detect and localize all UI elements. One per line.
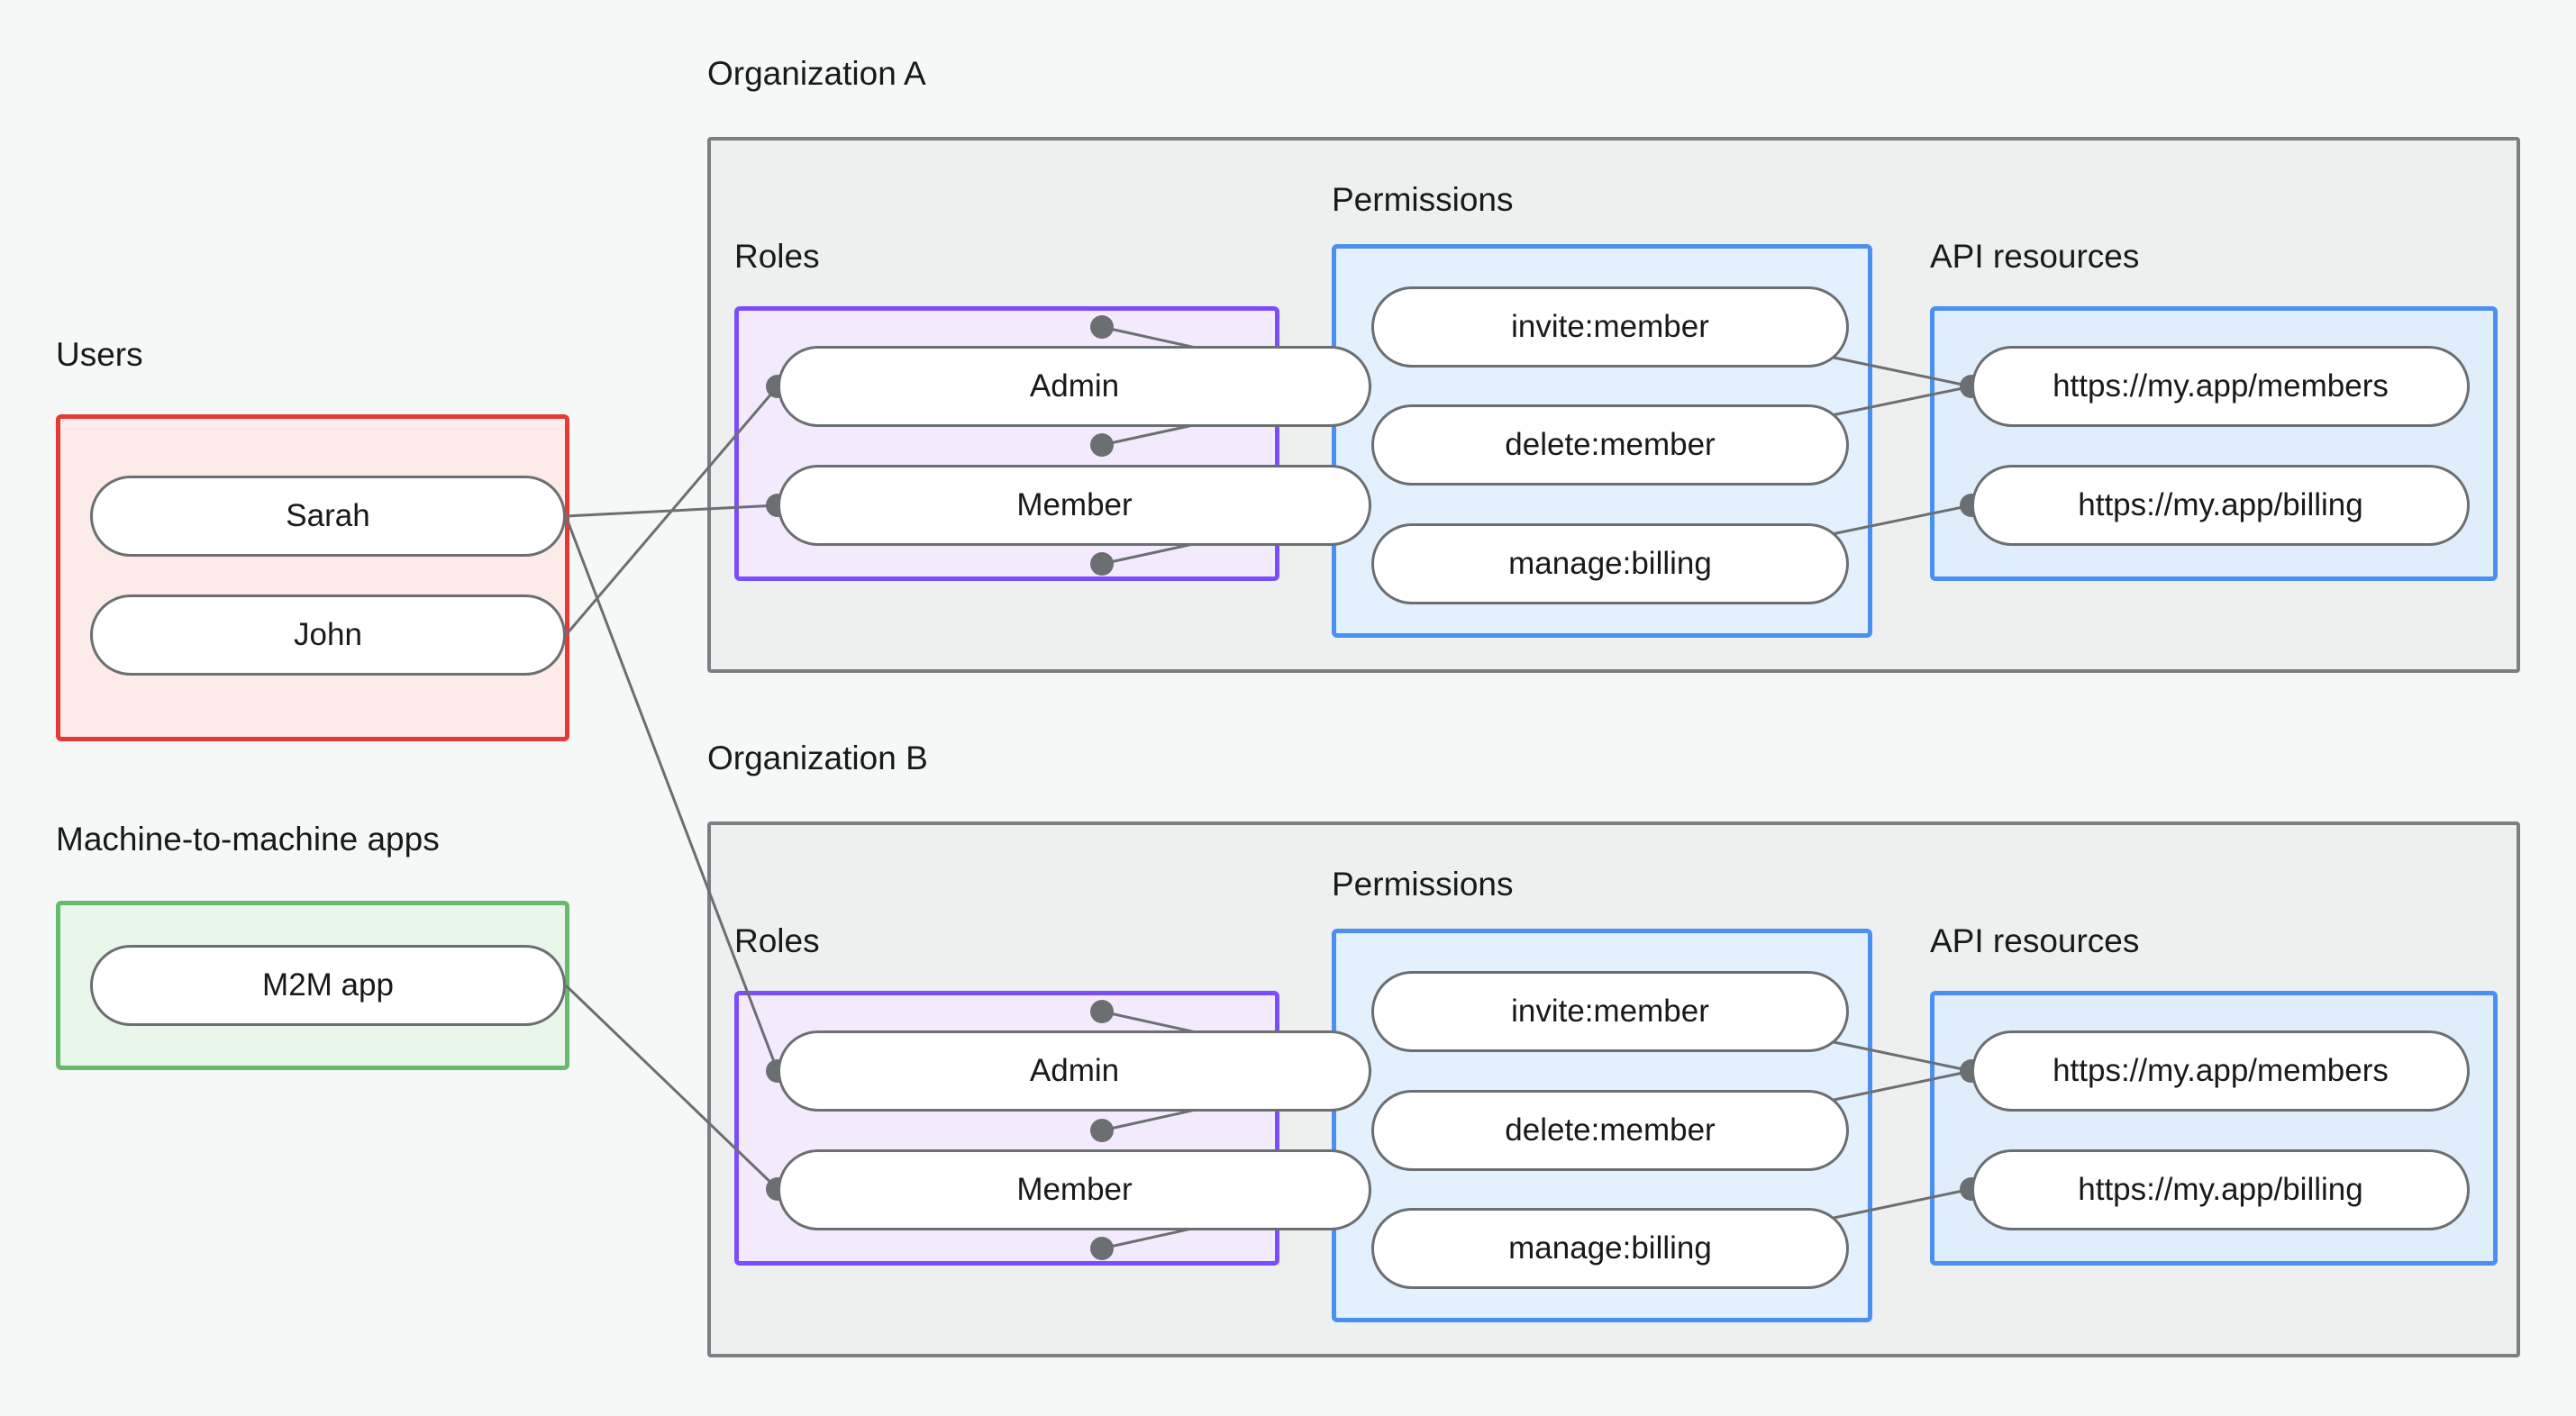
org-b-permission-delete-member[interactable]: delete:member — [1371, 1090, 1849, 1171]
org-b-permission-manage-billing[interactable]: manage:billing — [1371, 1208, 1849, 1289]
org-a-api-resources-label: API resources — [1930, 238, 2140, 275]
org-b-api-resource-members[interactable]: https://my.app/members — [1971, 1030, 2470, 1112]
user-node-sarah[interactable]: Sarah — [90, 476, 566, 557]
org-a-roles-label: Roles — [734, 238, 820, 275]
users-panel — [56, 414, 569, 741]
m2m-node-app[interactable]: M2M app — [90, 945, 566, 1026]
org-a-role-admin[interactable]: Admin — [778, 346, 1371, 427]
user-node-john[interactable]: John — [90, 595, 566, 676]
org-a-api-resource-members[interactable]: https://my.app/members — [1971, 346, 2470, 427]
m2m-group-label: Machine-to-machine apps — [56, 821, 440, 858]
org-b-title: Organization B — [707, 740, 928, 776]
org-a-permission-invite-member[interactable]: invite:member — [1371, 286, 1849, 368]
org-a-permission-delete-member[interactable]: delete:member — [1371, 404, 1849, 486]
org-a-permissions-label: Permissions — [1332, 181, 1514, 218]
org-b-permission-invite-member[interactable]: invite:member — [1371, 971, 1849, 1052]
org-a-permission-manage-billing[interactable]: manage:billing — [1371, 523, 1849, 604]
org-b-api-resource-billing[interactable]: https://my.app/billing — [1971, 1149, 2470, 1230]
org-b-role-member[interactable]: Member — [778, 1149, 1371, 1230]
org-b-api-resources-label: API resources — [1930, 922, 2140, 959]
users-group-label: Users — [56, 336, 143, 373]
org-a-role-member[interactable]: Member — [778, 465, 1371, 546]
org-b-permissions-label: Permissions — [1332, 866, 1514, 903]
org-b-roles-label: Roles — [734, 922, 820, 959]
org-a-api-resource-billing[interactable]: https://my.app/billing — [1971, 465, 2470, 546]
org-b-role-admin[interactable]: Admin — [778, 1030, 1371, 1112]
org-a-title: Organization A — [707, 55, 926, 92]
